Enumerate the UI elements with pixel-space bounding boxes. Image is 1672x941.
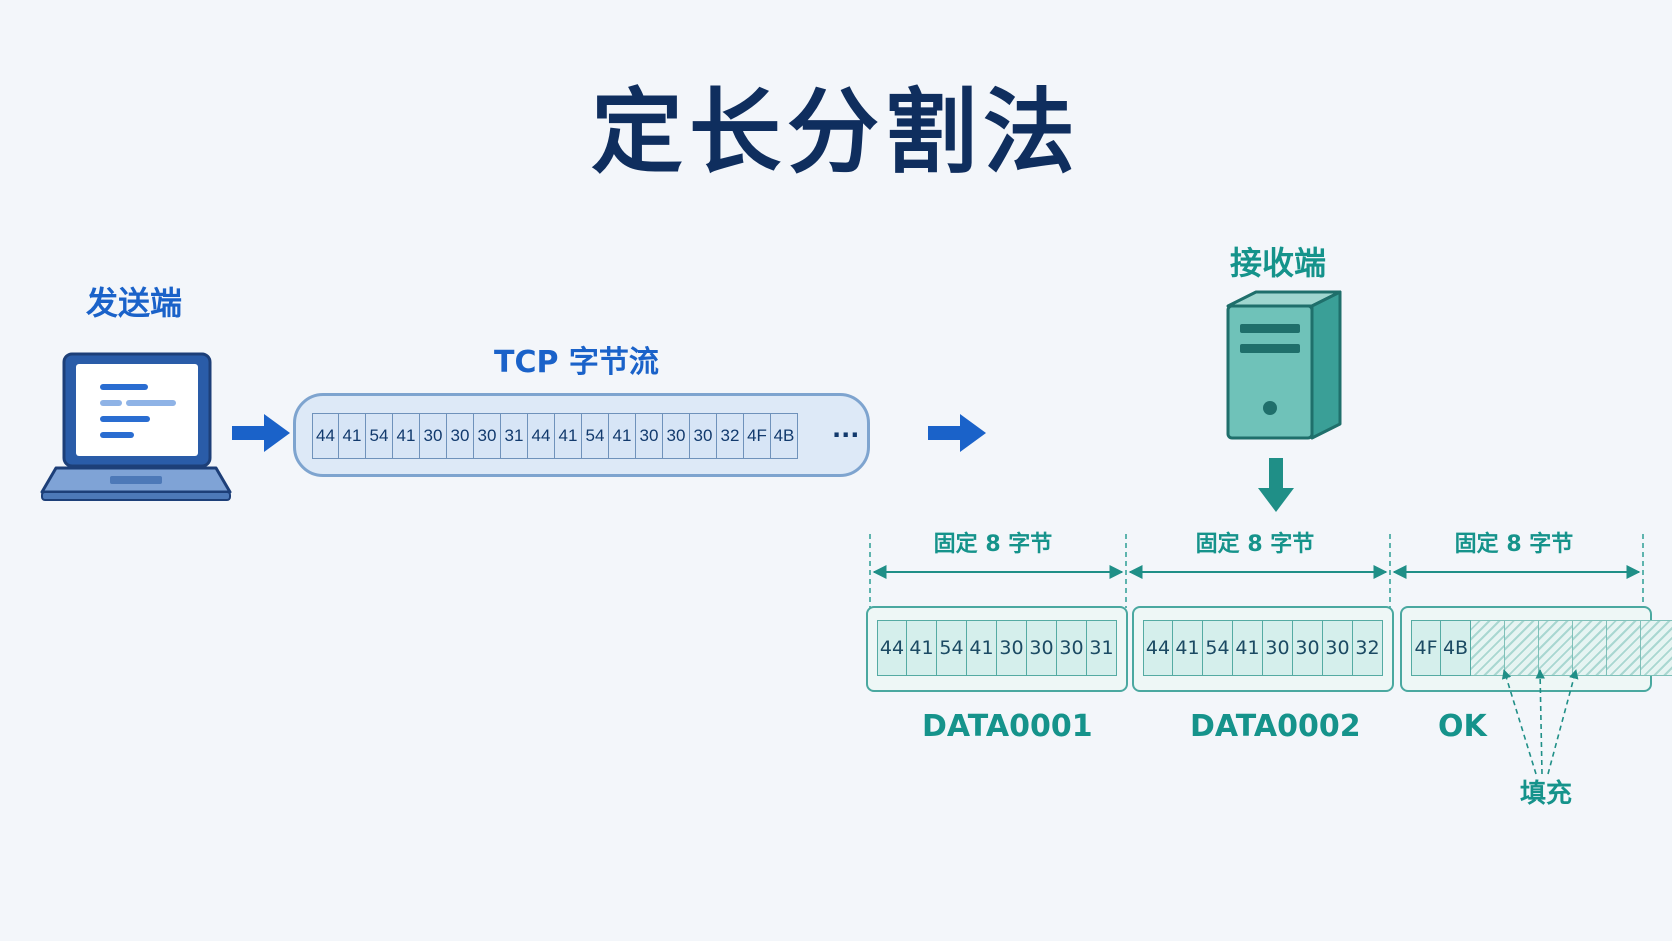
laptop-icon [40,352,232,501]
arrow-right-icon [928,414,986,452]
chunk-byte-cell: 4F [1411,620,1441,676]
stream-byte-cell: 4F [744,413,771,459]
chunk-byte-cell: 44 [1143,620,1173,676]
stream-byte-cell: 44 [528,413,555,459]
segment-dimension-lines [869,534,1644,608]
stream-byte-cell: 41 [555,413,582,459]
tcp-stream-label: TCP 字节流 [494,345,659,380]
stream-byte-cell: 54 [582,413,609,459]
chunk-byte-cell: 41 [1173,620,1203,676]
sender-label: 发送端 [86,284,183,322]
stream-byte-cell: 30 [663,413,690,459]
stream-byte-cell: 30 [447,413,474,459]
stream-byte-cell: 54 [366,413,393,459]
arrow-right-icon [232,414,290,452]
chunk-byte-cell: 41 [1233,620,1263,676]
stream-byte-cell: 44 [312,413,339,459]
padding-cell [1641,620,1672,676]
padding-label: 填充 [1520,779,1573,809]
stream-byte-cell: 41 [609,413,636,459]
padding-cell [1607,620,1641,676]
segment-size-label-2: 固定 8 字节 [1195,532,1315,557]
chunk-byte-cell: 4B [1441,620,1471,676]
chunk-byte-cell: 32 [1353,620,1383,676]
diagram-title: 定长分割法 [590,79,1081,186]
chunk-name-1: DATA0001 [922,709,1093,744]
chunk-byte-cell: 30 [1027,620,1057,676]
chunk-name-2: DATA0002 [1190,709,1361,744]
chunk-byte-cell: 41 [907,620,937,676]
padding-cell [1573,620,1607,676]
stream-ellipsis: ··· [832,421,860,449]
stream-byte-cell: 30 [420,413,447,459]
stream-byte-cell: 41 [339,413,366,459]
stream-byte-cell: 41 [393,413,420,459]
chunk-byte-cell: 30 [997,620,1027,676]
receiver-label: 接收端 [1230,244,1327,282]
stream-byte-cell: 31 [501,413,528,459]
chunk-byte-cell: 41 [967,620,997,676]
stream-byte-cell: 30 [690,413,717,459]
chunk-byte-cell: 54 [1203,620,1233,676]
chunk-byte-cell: 30 [1057,620,1087,676]
chunk-byte-cell: 54 [937,620,967,676]
chunk-byte-cell: 30 [1323,620,1353,676]
segment-size-label-3: 固定 8 字节 [1454,532,1574,557]
stream-byte-cell: 30 [636,413,663,459]
stream-byte-cell: 4B [771,413,798,459]
stream-byte-cell: 30 [474,413,501,459]
padding-cell [1471,620,1505,676]
chunk-name-3: OK [1438,709,1487,744]
padding-cell [1539,620,1573,676]
stream-byte-cell: 32 [717,413,744,459]
chunk-byte-cell: 31 [1087,620,1117,676]
chunk-byte-cell: 30 [1263,620,1293,676]
padding-cell [1505,620,1539,676]
server-icon [1226,290,1342,440]
segment-size-label-1: 固定 8 字节 [933,532,1053,557]
arrow-down-icon [1258,458,1294,512]
padding-pointer-arrows [1501,669,1579,775]
chunk-byte-cell: 30 [1293,620,1323,676]
chunk-byte-cell: 44 [877,620,907,676]
